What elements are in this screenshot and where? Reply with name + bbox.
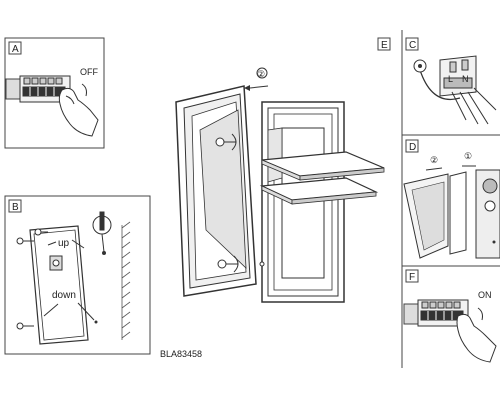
hand-icon <box>456 313 497 363</box>
off-label: OFF <box>80 67 98 77</box>
on-label: ON <box>478 290 492 300</box>
panel-b: B <box>4 195 151 355</box>
panel-d-letter: D <box>409 142 416 153</box>
panel-f-letter: F <box>409 272 415 283</box>
screw-icon <box>215 133 239 273</box>
step-d-1: ① <box>464 151 472 161</box>
panel-e-letter: E <box>381 40 388 51</box>
screwdriver-icon <box>92 211 112 255</box>
rotate-arrow-icon <box>81 83 87 97</box>
terminal-n: N <box>462 74 469 84</box>
direction-arrows <box>43 239 95 321</box>
panel-f: F ON <box>403 269 497 363</box>
hand-icon <box>58 87 99 137</box>
frame-lines <box>401 30 500 368</box>
panel-b-letter: B <box>12 202 19 213</box>
arrow-left-icon <box>249 85 269 89</box>
terminal-l: L <box>448 74 453 84</box>
down-label: down <box>52 290 76 301</box>
wall-plate <box>29 225 89 345</box>
wall-hatch <box>121 221 131 340</box>
screw-icon <box>16 228 48 330</box>
panel-d: D ② ① <box>403 139 500 259</box>
step-e-2: ② <box>257 69 265 79</box>
panel-a: A OFF <box>4 37 105 149</box>
step-d-2: ② <box>430 155 438 165</box>
connector-block <box>439 55 477 97</box>
panel-c-letter: C <box>409 40 416 51</box>
product-code: BLA83458 <box>160 349 202 359</box>
glass-panel <box>449 171 467 255</box>
panel-c: C L N <box>405 37 497 125</box>
panel-e: E ② ① ③ <box>175 37 391 303</box>
up-label: up <box>58 238 70 249</box>
rotate-arrow-icon <box>477 307 483 321</box>
lead-wires <box>451 87 497 125</box>
panel-a-letter: A <box>12 44 19 55</box>
